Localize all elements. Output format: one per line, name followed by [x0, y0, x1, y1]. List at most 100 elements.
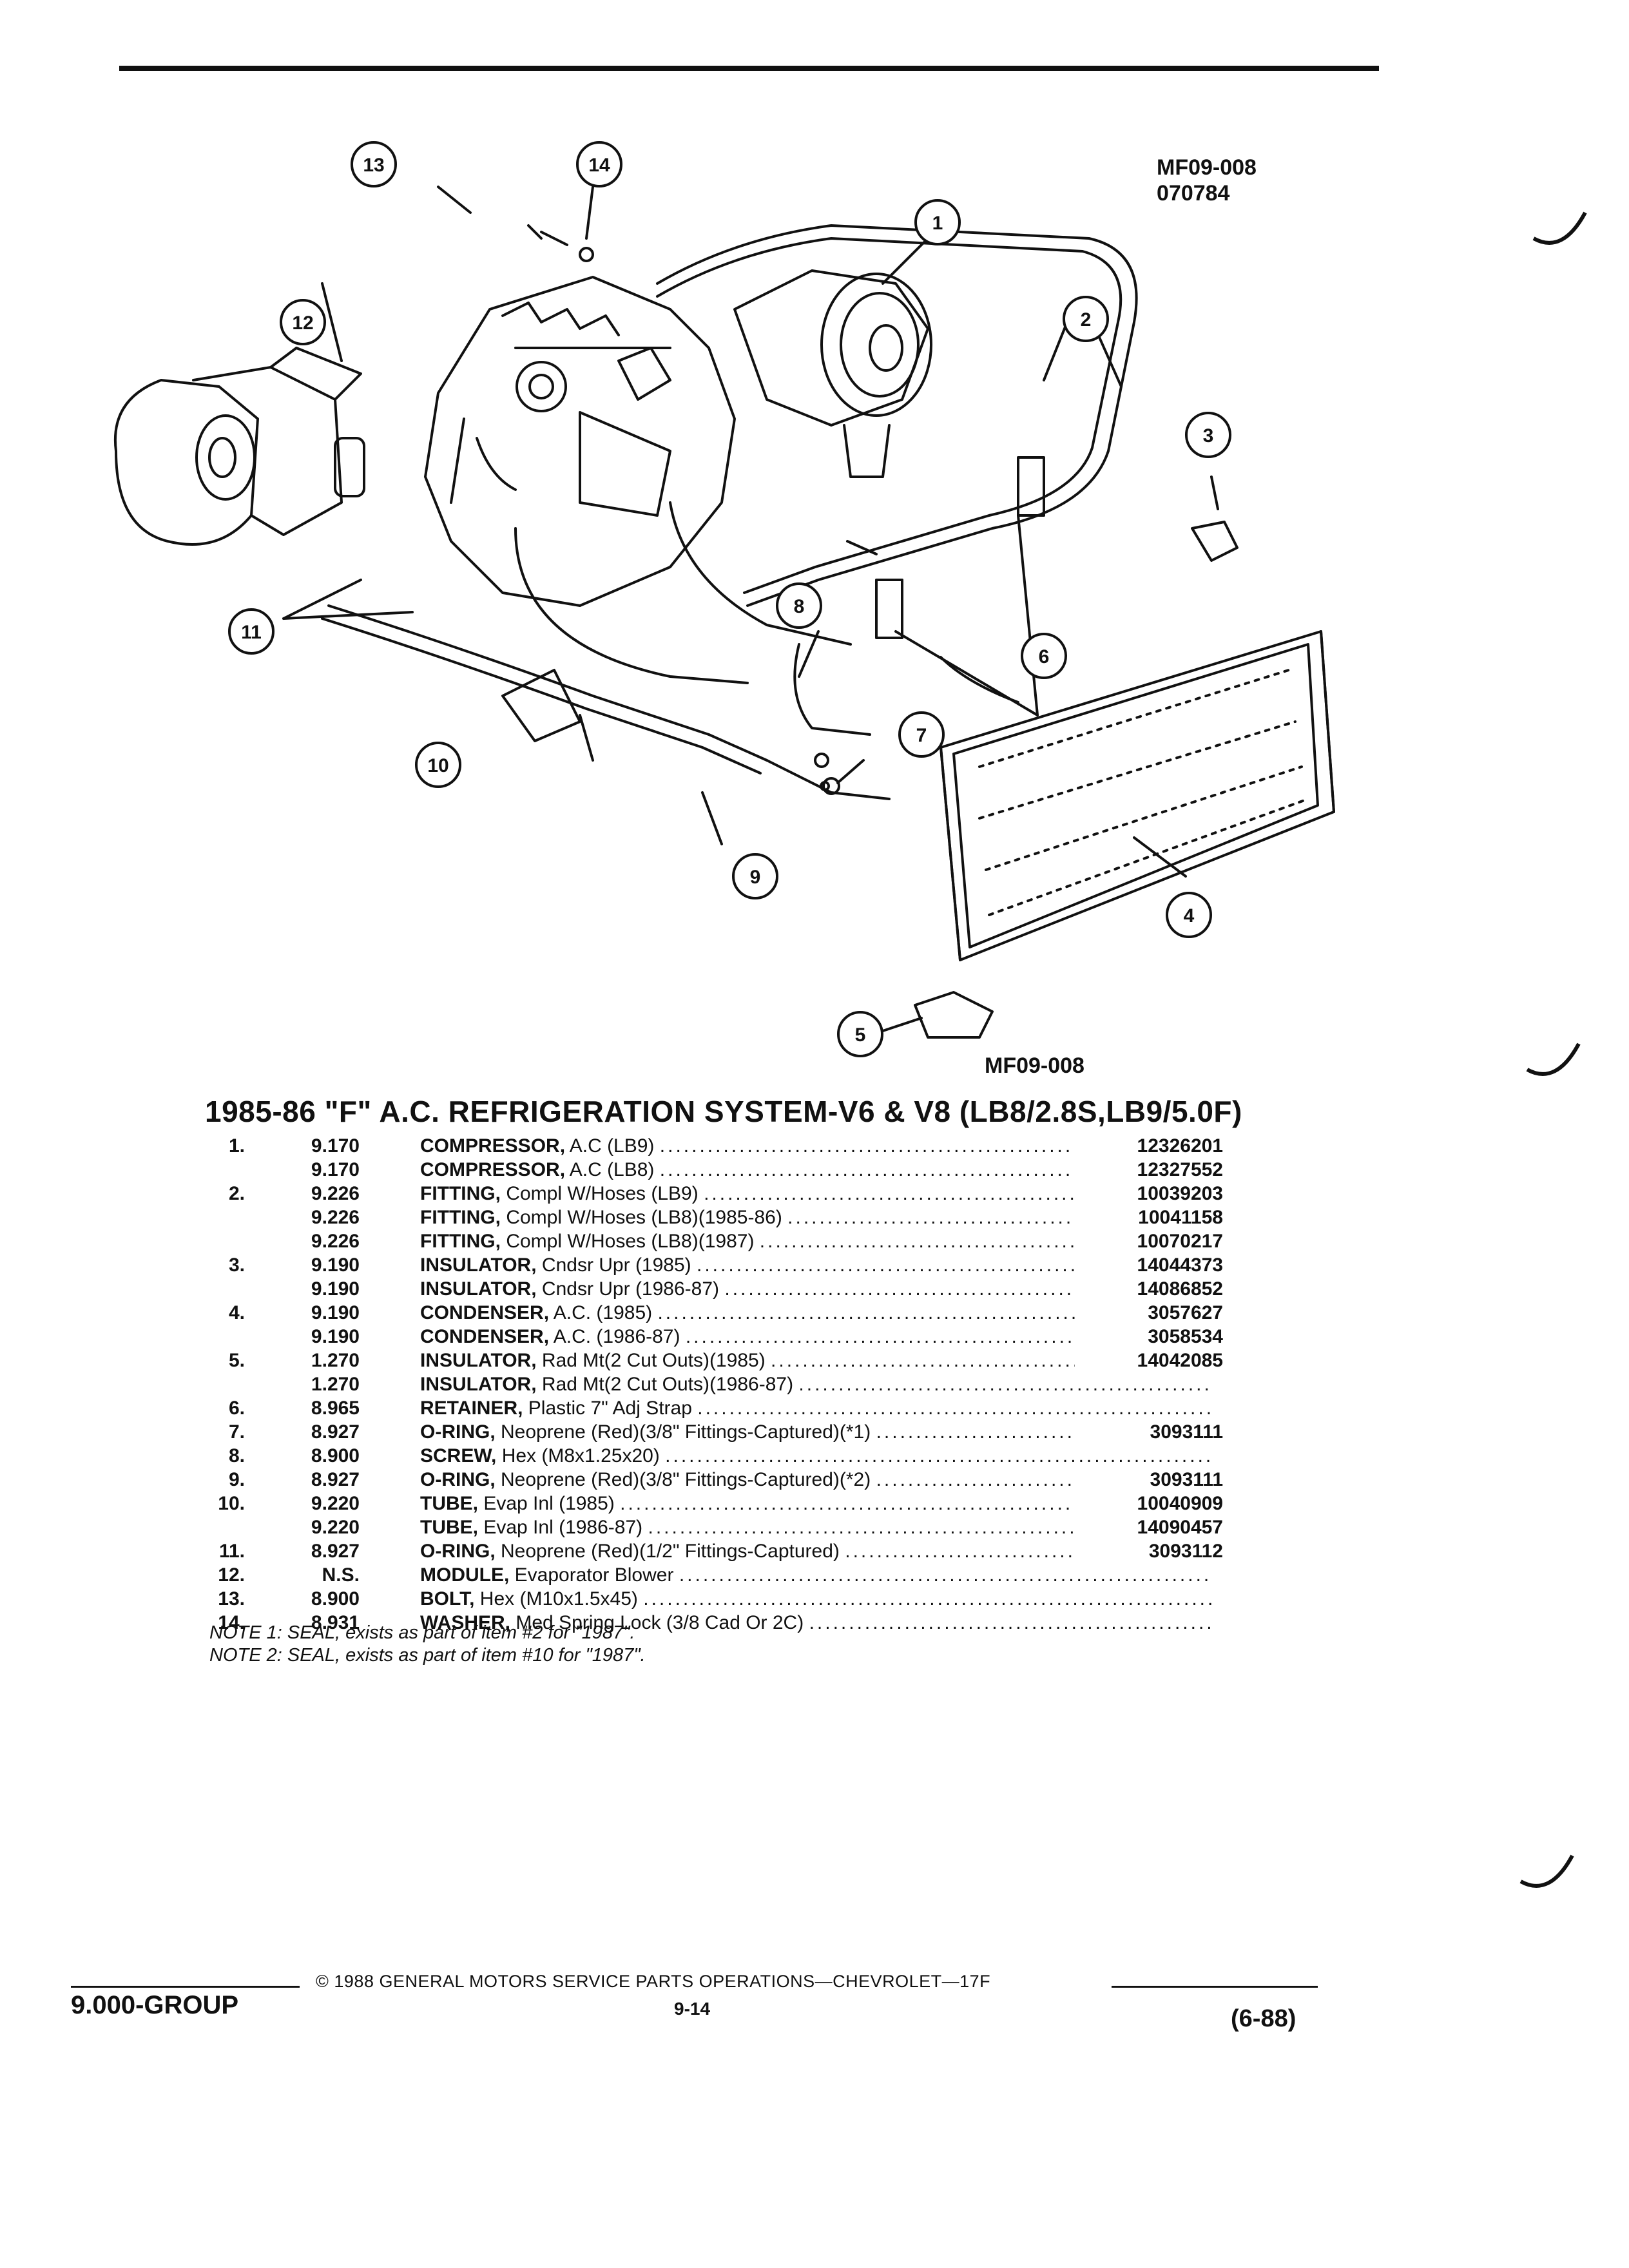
part-name: SCREW, — [420, 1445, 497, 1466]
svg-text:13: 13 — [363, 155, 384, 176]
callout-14: 14 — [576, 141, 622, 187]
part-detail: Neoprene (Red)(3/8" Fittings-Captured)(*… — [501, 1469, 871, 1490]
screw-drawing — [846, 540, 878, 555]
insulator-upper-drawing — [1191, 521, 1239, 562]
svg-text:8: 8 — [794, 596, 805, 617]
leader-dots: ........................................… — [697, 1398, 1213, 1419]
footer-group: 9.000-GROUP — [71, 1991, 239, 2019]
part-number: 10039203 — [1075, 1183, 1223, 1205]
group-number: 9.190 — [311, 1302, 360, 1323]
part-name: FITTING, — [420, 1231, 501, 1252]
part-name: WASHER, — [420, 1612, 511, 1633]
part-detail: Compl W/Hoses (LB9) — [506, 1183, 699, 1204]
part-detail: Compl W/Hoses (LB8)(1987) — [506, 1231, 755, 1252]
item-number: 3. — [228, 1254, 245, 1276]
group-number: 9.190 — [311, 1326, 360, 1347]
part-description: WASHER, Med Spring Lock (3/8 Cad Or 2C) … — [420, 1612, 1213, 1634]
part-number: 3093111 — [1075, 1469, 1223, 1491]
group-number: 8.900 — [311, 1588, 360, 1610]
footer-date: (6-88) — [1231, 2005, 1296, 2032]
group-number: 1.270 — [311, 1374, 360, 1395]
part-name: INSULATOR, — [420, 1278, 537, 1300]
part-name: RETAINER, — [420, 1398, 523, 1419]
part-row: 12.N.S.MODULE, Evaporator Blower .......… — [155, 1564, 1276, 1588]
margin-mark — [1526, 1043, 1581, 1076]
exploded-view-illustration: 13 14 1 2 3 12 8 6 11 7 10 9 4 5 — [113, 141, 1335, 1057]
part-description: RETAINER, Plastic 7" Adj Strap .........… — [420, 1398, 1213, 1419]
figure-code-top: MF09-008 070784 — [1157, 155, 1257, 206]
part-number: 3057627 — [1075, 1302, 1223, 1324]
svg-text:14: 14 — [588, 155, 610, 176]
figure-code: MF09-008 — [1157, 155, 1257, 180]
item-number: 4. — [228, 1302, 245, 1323]
callout-6: 6 — [1021, 633, 1067, 679]
part-detail: A.C (LB8) — [569, 1159, 655, 1180]
top-rule — [119, 66, 1379, 71]
callout-9: 9 — [732, 853, 778, 899]
svg-text:10: 10 — [427, 755, 448, 776]
part-description: INSULATOR, Rad Mt(2 Cut Outs)(1986-87) .… — [420, 1374, 1213, 1396]
part-name: INSULATOR, — [420, 1254, 537, 1276]
callout-10: 10 — [415, 742, 461, 788]
part-name: COMPRESSOR, — [420, 1159, 566, 1180]
group-number: 9.190 — [311, 1278, 360, 1300]
part-detail: A.C. (1985) — [553, 1302, 653, 1323]
part-detail: Evap Inl (1986-87) — [483, 1517, 643, 1538]
leader-dots: ........................................… — [798, 1374, 1213, 1395]
item-number: 14. — [218, 1612, 245, 1633]
condenser-drawing — [940, 630, 1335, 961]
figure-date-code: 070784 — [1157, 181, 1230, 206]
engine-drawing — [424, 276, 736, 607]
group-number: 1.270 — [311, 1350, 360, 1371]
svg-text:3: 3 — [1203, 425, 1214, 447]
group-number: 9.226 — [311, 1231, 360, 1252]
part-detail: Compl W/Hoses (LB8)(1985-86) — [506, 1207, 782, 1228]
callout-3: 3 — [1185, 412, 1231, 458]
compressor-drawing — [733, 269, 932, 478]
part-number: 10070217 — [1075, 1231, 1223, 1253]
callout-5: 5 — [837, 1011, 883, 1057]
part-row: 13. 8.900 BOLT, Hex (M10x1.5x45) .........… — [155, 1588, 1276, 1612]
group-number: 9.170 — [311, 1159, 360, 1180]
footer-page-number: 9-14 — [674, 1999, 711, 2019]
svg-text:9: 9 — [750, 867, 761, 888]
part-name: O-RING, — [420, 1541, 496, 1562]
item-number: 10. — [218, 1493, 245, 1514]
leader-dots: ........................................… — [679, 1564, 1213, 1586]
part-description: BOLT, Hex (M10x1.5x45) .................… — [420, 1588, 1213, 1610]
part-number: 3058534 — [1075, 1326, 1223, 1348]
figure-code-bottom: MF09-008 — [985, 1053, 1084, 1078]
svg-text:7: 7 — [916, 725, 927, 746]
part-number: 10041158 — [1075, 1207, 1223, 1229]
leader-dots: ........................................… — [665, 1445, 1213, 1466]
bolt-drawing — [527, 224, 568, 246]
group-number: 8.927 — [311, 1469, 360, 1490]
callout-1: 1 — [914, 199, 961, 245]
item-number: 1. — [228, 1135, 245, 1157]
insulator-lower-drawing — [914, 991, 994, 1039]
svg-text:1: 1 — [932, 213, 943, 234]
part-detail: Cndsr Upr (1986-87) — [541, 1278, 720, 1300]
item-number: 7. — [228, 1421, 245, 1443]
part-description: SCREW, Hex (M8x1.25x20) ................… — [420, 1445, 1213, 1467]
callout-8: 8 — [776, 582, 822, 629]
part-description: O-RING, Neoprene (Red)(1/2" Fittings-Cap… — [420, 1541, 1213, 1562]
part-name: BOLT, — [420, 1588, 475, 1610]
item-number: 13. — [218, 1588, 245, 1610]
blower-module-drawing — [113, 347, 365, 546]
group-number: N.S. — [322, 1564, 360, 1586]
group-number: 9.220 — [311, 1493, 360, 1514]
group-number: 8.927 — [311, 1541, 360, 1562]
part-detail: Neoprene (Red)(3/8" Fittings-Captured)(*… — [501, 1421, 871, 1443]
